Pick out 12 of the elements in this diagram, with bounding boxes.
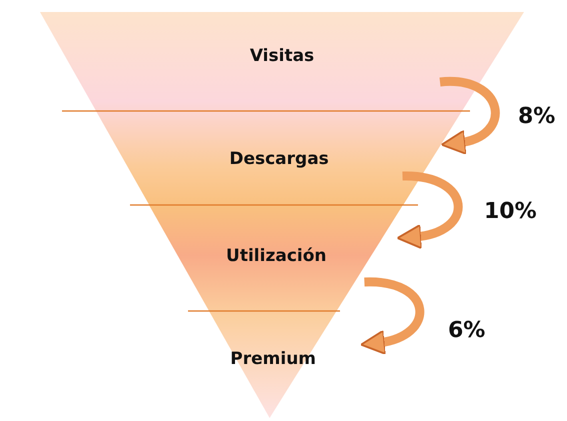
edge-label: 6% xyxy=(448,318,486,343)
stage-label: Premium xyxy=(229,349,318,369)
edge-label: 10% xyxy=(484,199,537,224)
stage-label: Descargas xyxy=(228,149,330,169)
curved-arrow xyxy=(360,278,424,354)
funnel-band xyxy=(209,311,337,418)
edge-label: 8% xyxy=(518,104,556,129)
stage-label: Utilización xyxy=(225,246,328,266)
curved-arrow xyxy=(440,77,500,154)
stage-label: Visitas xyxy=(248,46,316,66)
funnel-band xyxy=(149,205,404,311)
funnel-band xyxy=(96,111,462,205)
